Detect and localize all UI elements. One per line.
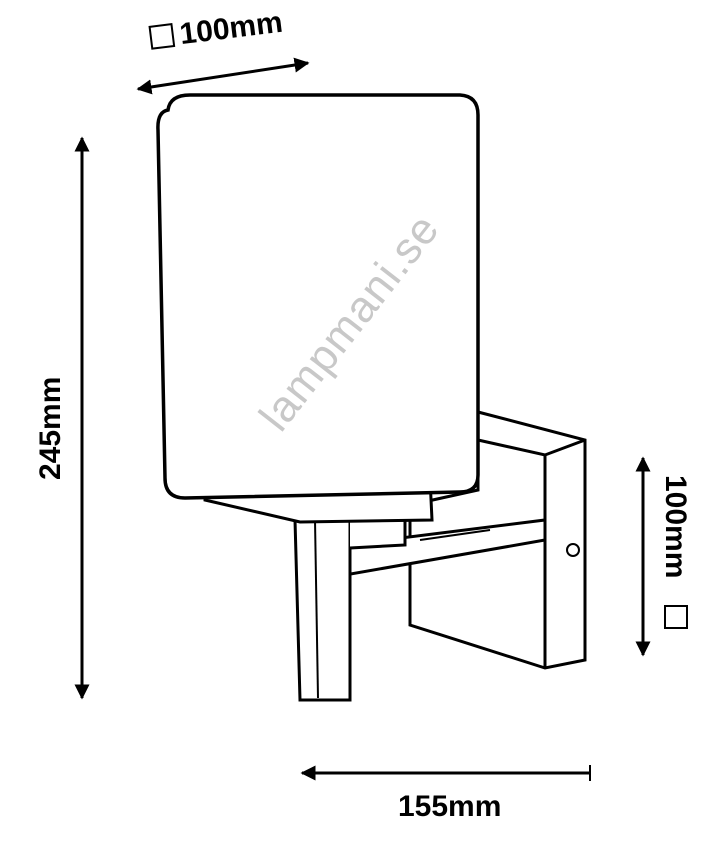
plate-height-label: 100mm — [658, 475, 692, 578]
total-height-label: 245mm — [34, 377, 68, 480]
width-arrow — [136, 57, 310, 95]
total-height-value: 245mm — [34, 376, 67, 480]
square-icon — [148, 23, 176, 50]
square-icon — [664, 605, 688, 629]
plate-height-value: 100mm — [659, 475, 692, 579]
glass-shade — [156, 93, 480, 500]
projection-value: 155mm — [398, 790, 502, 823]
projection-label: 155mm — [398, 790, 501, 824]
lamp-stem — [293, 508, 407, 702]
